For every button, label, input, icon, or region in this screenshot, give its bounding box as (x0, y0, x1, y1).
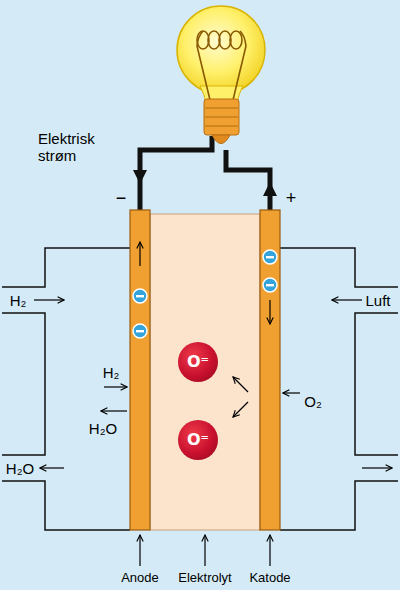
part-name: Elektrolyt (178, 569, 231, 586)
part-name: Katode (249, 569, 290, 586)
bulb-glass (177, 6, 265, 94)
current-arrow (263, 182, 277, 196)
wire (226, 150, 270, 212)
gas-inlet-label: H₂ (10, 292, 27, 309)
part-name: Anode (121, 569, 159, 586)
cathode-plate (260, 210, 280, 530)
oxide-ion: O⁼ (178, 342, 218, 382)
electrolyte (150, 214, 260, 530)
reactant-label: H₂ (103, 364, 120, 381)
housing (280, 248, 398, 530)
housing (2, 248, 130, 530)
filament (197, 31, 246, 100)
oxide-ion: O⁼ (178, 420, 218, 460)
flow-arrow (34, 242, 392, 566)
polarity-sign: + (286, 190, 297, 207)
wire (140, 136, 212, 212)
reactant-label: O₂ (304, 393, 322, 410)
outlet-label: H₂O (6, 460, 34, 477)
current-label: Elektrisk strøm (38, 130, 116, 164)
bulb-base (204, 99, 239, 135)
ion-symbol: O⁼ (187, 431, 209, 449)
current-arrow (133, 170, 147, 184)
bulb-tip (212, 135, 230, 144)
bulb-thread (205, 108, 238, 126)
anode-plate (130, 210, 150, 530)
polarity-sign: − (116, 190, 127, 207)
product-label: H₂O (89, 420, 117, 437)
electron (133, 250, 277, 338)
gas-inlet-label: Luft (365, 292, 390, 309)
ion-symbol: O⁼ (187, 353, 209, 371)
